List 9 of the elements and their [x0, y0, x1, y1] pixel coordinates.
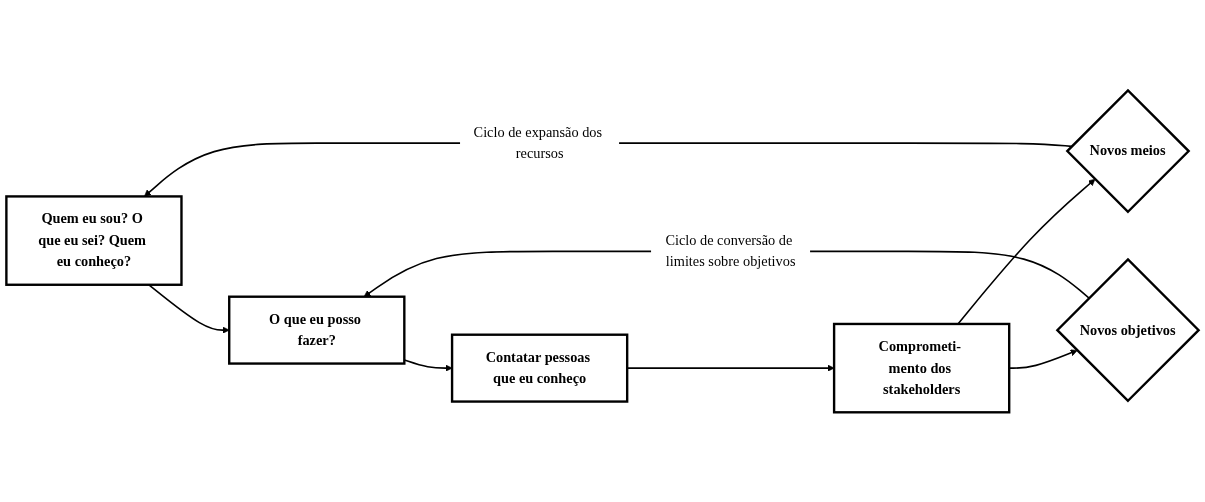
node-box: Comprometi- mento dos stakeholders: [832, 322, 1011, 414]
node-diamond: Novos objetivos: [1055, 257, 1201, 403]
node-diamond: Novos meios: [1065, 88, 1191, 214]
node-box: Contatar pessoas que eu conheço: [450, 333, 629, 403]
arrow: [403, 358, 453, 372]
edge-label: Ciclo de conversão de limites sobre objetivos: [665, 231, 796, 270]
edge-label: Ciclo de expansão dos recursos: [473, 123, 603, 162]
node-box: Quem eu sou? O que eu sei? Quem eu conheço?: [5, 194, 183, 286]
node-box: O que eu posso fazer?: [228, 295, 406, 365]
